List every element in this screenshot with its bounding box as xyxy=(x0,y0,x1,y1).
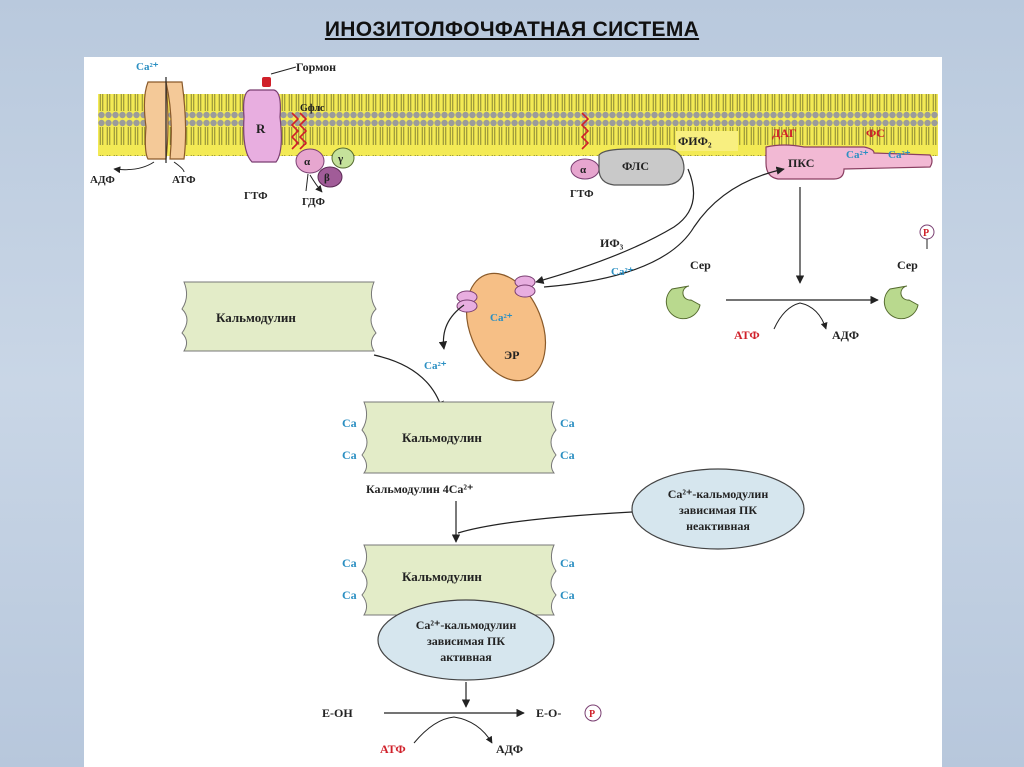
g-gamma-label: γ xyxy=(337,153,343,165)
pkc-enzyme xyxy=(765,144,933,180)
ca-pkc-1: Ca²⁺ xyxy=(846,149,869,161)
calmodulin-label-1: Кальмодулин xyxy=(216,310,296,325)
ser-label-2: Сер xyxy=(897,258,918,272)
ser-phosphorylated xyxy=(883,285,919,320)
calmodulin-free xyxy=(181,281,377,352)
calcium-channel xyxy=(143,77,187,163)
gdp-label: ГДФ xyxy=(302,196,325,208)
ca-site-3: Ca xyxy=(560,416,575,430)
pip2-label: ФИФ₂ xyxy=(678,134,712,148)
hormone-receptor xyxy=(243,89,282,163)
phosphate-label-2: P xyxy=(589,709,595,720)
ser-substrate xyxy=(665,285,701,320)
ca-site-6: Ca xyxy=(342,588,357,602)
g-gamma-subunit xyxy=(331,147,355,169)
inositol-phosphate-diagram: Ca²⁺ АДФ АТФ Гормон R Gфлс α γ β ГТФ ГДФ… xyxy=(90,60,938,756)
calmodulin-complex xyxy=(361,544,557,616)
g-beta-subunit xyxy=(317,166,343,188)
diagram-panel: Ca²⁺ АДФ АТФ Гормон R Gфлс α γ β ГТФ ГДФ… xyxy=(84,57,942,767)
pkc-label: ПКС xyxy=(788,156,814,170)
adp-label-3: АДФ xyxy=(496,742,523,756)
pk-inactive xyxy=(631,468,805,550)
pip2-box xyxy=(676,131,738,151)
adp-label-1: АДФ xyxy=(90,174,115,186)
calmodulin-ca-bound xyxy=(361,401,557,474)
phosphate-icon-2 xyxy=(584,704,602,722)
pk-inactive-line-2: зависимая ПК xyxy=(679,503,757,517)
ca-site-8: Ca xyxy=(560,588,575,602)
g-protein-label: Gфлс xyxy=(300,103,325,114)
atp-label-2: АТФ xyxy=(734,328,760,342)
gtp-label-1: ГТФ xyxy=(244,190,268,202)
plc-label: ФЛС xyxy=(622,159,649,173)
ip3-label: ИФ₃ xyxy=(600,236,624,250)
ca-pkc-2: Ca²⁺ xyxy=(888,149,911,161)
er-label: ЭР xyxy=(504,348,519,362)
receptor-label: R xyxy=(256,121,266,136)
e-o-label: Е-О- xyxy=(536,706,561,720)
gtp-label-2: ГТФ xyxy=(570,188,594,200)
ca-cytoplasm: Ca²⁺ xyxy=(424,360,447,372)
calmodulin-4ca-label: Кальмодулин 4Ca²⁺ xyxy=(366,482,473,496)
plc-enzyme xyxy=(598,148,685,186)
ca-site-1: Ca xyxy=(342,416,357,430)
ser-label-1: Сер xyxy=(690,258,711,272)
hormone-label: Гормон xyxy=(296,60,336,74)
ca-site-7: Ca xyxy=(560,556,575,570)
g-alpha-label: α xyxy=(304,156,311,168)
ca-site-4: Ca xyxy=(560,448,575,462)
e-oh-label: Е-ОН xyxy=(322,706,353,720)
atp-label-1: АТФ xyxy=(172,174,196,186)
pk-active-line-2: зависимая ПК xyxy=(427,634,505,648)
ca-site-2: Ca xyxy=(342,448,357,462)
atp-label-3: АТФ xyxy=(380,742,406,756)
ca-er-out: Ca²⁺ xyxy=(611,266,634,278)
dag-label: ДАГ xyxy=(772,126,797,140)
g-alpha-subunit xyxy=(295,148,325,174)
slide-title: ИНОЗИТОЛФОЧФАТНАЯ СИСТЕМА xyxy=(324,18,700,41)
pk-active-line-1: Ca²⁺-кальмодулин xyxy=(416,618,517,632)
g-beta-label: β xyxy=(324,172,330,184)
pk-inactive-line-3: неактивная xyxy=(686,519,750,533)
pk-active-line-3: активная xyxy=(440,650,492,664)
calmodulin-label-3: Кальмодулин xyxy=(402,569,482,584)
hormone-icon xyxy=(262,77,271,87)
phosphate-label-1: P xyxy=(923,228,929,239)
calmodulin-label-2: Кальмодулин xyxy=(402,430,482,445)
ca-top-label: Ca²⁺ xyxy=(136,61,159,73)
ca-er-in: Ca²⁺ xyxy=(490,312,513,324)
pk-active xyxy=(377,599,555,681)
endoplasmic-reticulum xyxy=(456,272,547,382)
pk-inactive-line-1: Ca²⁺-кальмодулин xyxy=(668,487,769,501)
ps-label: ФС xyxy=(866,126,885,140)
ca-site-5: Ca xyxy=(342,556,357,570)
g-alpha-label-2: α xyxy=(580,164,587,176)
adp-label-2: АДФ xyxy=(832,328,859,342)
